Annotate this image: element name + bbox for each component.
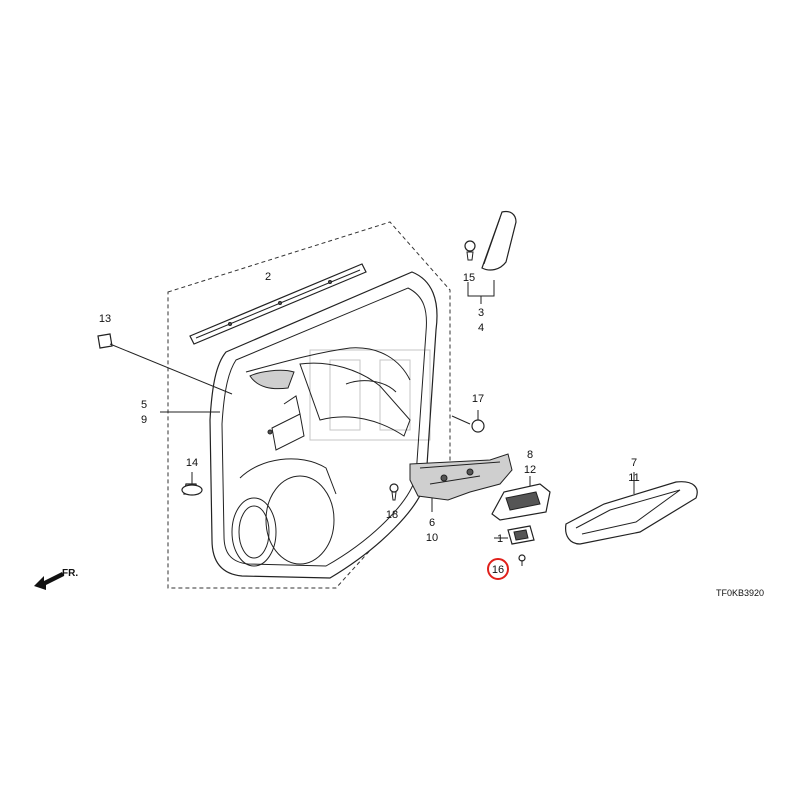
front-direction-label: FR. [62, 568, 78, 579]
callout-6[interactable]: 6 [429, 517, 435, 529]
callout-14[interactable]: 14 [186, 457, 198, 469]
screw-part-15 [464, 240, 476, 261]
switch-part-1 [494, 525, 535, 545]
callout-12[interactable]: 12 [524, 464, 536, 476]
switch-panel-part [491, 476, 551, 521]
clip-part-14 [181, 472, 203, 496]
assembly-outline [167, 221, 451, 589]
screw-part-18 [389, 483, 399, 501]
callout-2[interactable]: 2 [265, 271, 271, 283]
callout-4[interactable]: 4 [478, 322, 484, 334]
callout-16[interactable]: 16 [492, 564, 504, 576]
callout-17[interactable]: 17 [472, 393, 484, 405]
callout-8[interactable]: 8 [527, 449, 533, 461]
callout-1[interactable]: 1 [497, 533, 503, 545]
armrest-part [565, 472, 698, 545]
front-direction-arrow-icon [34, 572, 64, 590]
callout-bracket-3-4 [467, 280, 495, 304]
watermark [309, 349, 431, 441]
highlight-ring-callout-16 [487, 558, 509, 580]
corner-trim-part [481, 210, 517, 271]
callout-9[interactable]: 9 [141, 414, 147, 426]
inner-handle-part [409, 453, 513, 512]
callout-3[interactable]: 3 [478, 307, 484, 319]
callout-15[interactable]: 15 [463, 272, 475, 284]
door-lining-panel [209, 271, 438, 579]
drawing-code: TF0KB3920 [716, 588, 764, 598]
callout-18[interactable]: 18 [386, 509, 398, 521]
callout-13[interactable]: 13 [99, 313, 111, 325]
callout-5[interactable]: 5 [141, 399, 147, 411]
screw-part-17 [451, 410, 485, 433]
clip-part-13 [97, 333, 233, 395]
callout-11[interactable]: 11 [628, 472, 639, 484]
callout-10[interactable]: 10 [426, 532, 438, 544]
weatherstrip-part [189, 263, 367, 345]
callout-7[interactable]: 7 [631, 457, 637, 469]
screw-part-16 [518, 554, 526, 566]
